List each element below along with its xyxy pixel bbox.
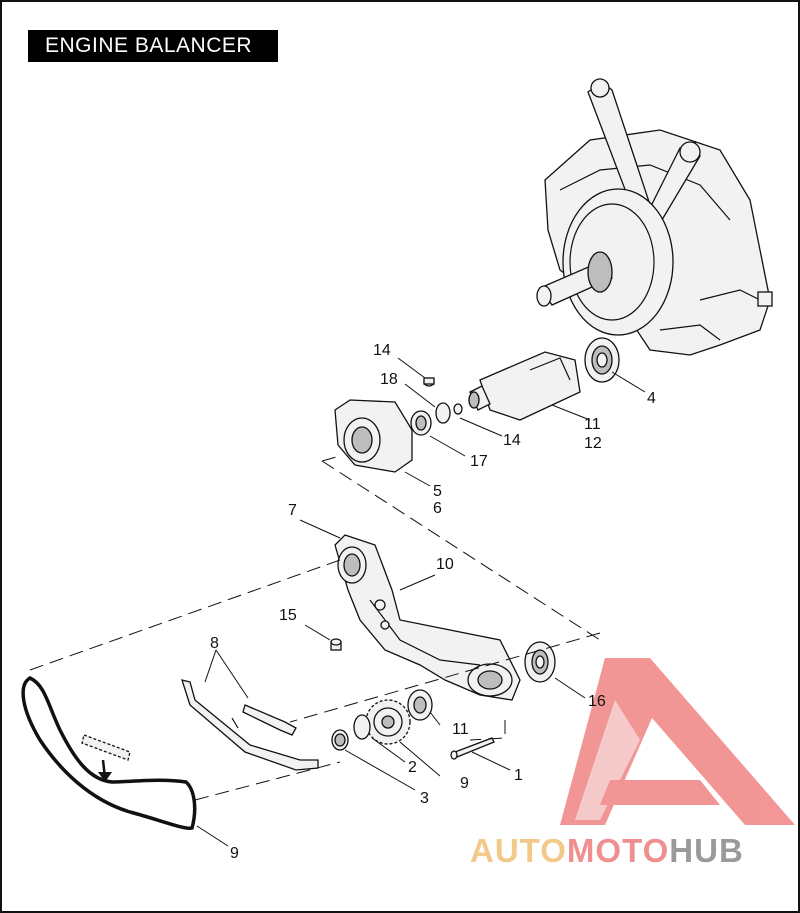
assembly-lines [29, 455, 601, 801]
chain-guides-8 [181, 679, 319, 771]
callout-8: 8 [210, 635, 219, 652]
leader-lines [196, 357, 646, 847]
callout-10: 10 [436, 556, 454, 573]
callout-11: 11 [452, 721, 469, 738]
watermark-part-auto: AUTO [470, 832, 567, 869]
crankcase-assembly [536, 78, 773, 356]
callout-12: 11 [584, 416, 601, 433]
callout-9-sprocket: 9 [460, 775, 469, 792]
callout-5: 5 [433, 483, 442, 500]
sprocket-assembly [331, 689, 495, 760]
drive-chain [21, 676, 197, 830]
callout-2: 2 [408, 759, 417, 776]
balancer-housing [334, 534, 521, 701]
callout-14-top: 14 [373, 342, 391, 359]
watermark-part-moto: MOTO [566, 832, 670, 869]
callout-1: 1 [514, 767, 523, 784]
callout-4: 4 [647, 390, 656, 407]
callout-7: 7 [288, 502, 297, 519]
callout-13: 12 [584, 435, 602, 452]
callout-16: 16 [588, 693, 606, 710]
bearing-16 [524, 641, 556, 683]
balancer-shaft [468, 351, 581, 421]
bearing-4 [584, 337, 620, 383]
callout-18: 18 [380, 371, 398, 388]
callout-14-bottom: 14 [503, 432, 521, 449]
callout-3: 3 [420, 790, 429, 807]
watermark-text: AUTOMOTOHUB [470, 832, 744, 870]
diagram-title: ENGINE BALANCER [28, 30, 278, 62]
callout-15: 15 [279, 607, 297, 624]
watermark-logo [560, 658, 795, 825]
callout-6: 6 [433, 500, 442, 517]
small-parts-top [410, 377, 463, 436]
watermark-part-hub: HUB [669, 832, 744, 869]
bracket-5-6 [334, 399, 413, 473]
callout-17: 17 [470, 453, 488, 470]
pin-15 [330, 638, 342, 651]
callout-labels: 14 18 14 17 11 12 4 5 6 7 10 15 8 16 11 … [210, 342, 656, 862]
callout-9-chain: 9 [230, 845, 239, 862]
